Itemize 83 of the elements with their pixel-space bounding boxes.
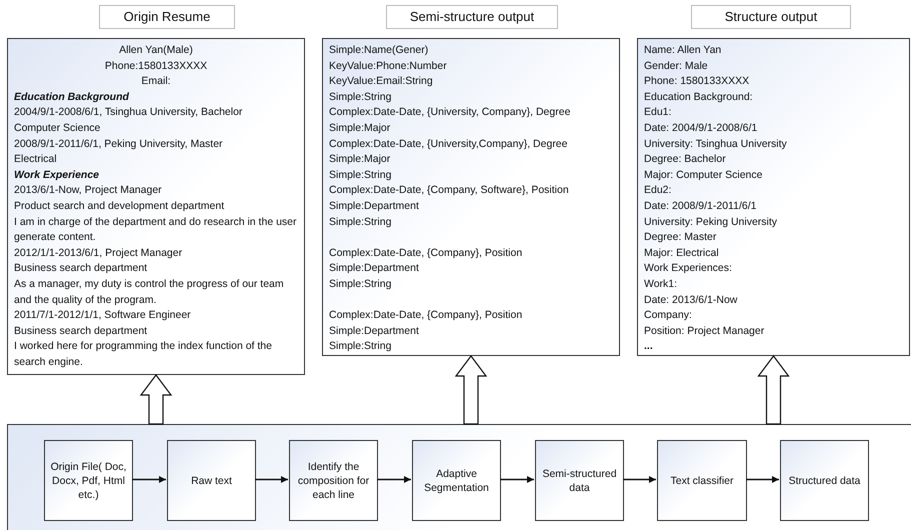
text-line: Degree: Master [644,230,718,246]
text-line: University: Tsinghua University [644,136,788,152]
block-arrow [757,355,790,425]
text-line: Position: Project Manager [644,324,766,339]
text-line: Education Background: [644,90,754,105]
text-line: Major: Computer Science [644,168,764,183]
text-line: Simple:String [329,168,392,183]
text-line: Simple:String [329,339,392,354]
arrow [623,476,656,483]
text-line: Business search department [14,261,148,276]
text-line: I worked here for programming the index function of the search engine. [14,339,273,370]
text-line: 2011/7/1-2012/1/1, Software Engineer [14,308,192,324]
text-line: Email: [140,74,172,90]
process-box [657,440,747,521]
process-box [167,440,256,521]
block-arrow [140,374,172,425]
arrow [132,476,166,483]
arrow [255,476,288,483]
text-line: Simple:Department [329,261,420,276]
text-line: As a manager, my duty is control the progress of our team and the quality of the program. [14,276,285,308]
text-line: Date: 2013/6/1-Now [644,292,738,308]
text-line: 2012/1/1-2013/6/1, Project Manager [14,246,184,261]
text-line: 2008/9/1-2011/6/1, Peking University, Master [14,136,224,152]
text-line: Business search department [14,324,148,339]
text-line: I am in charge of the department and do research in the user generate content. [14,214,298,246]
box-label: Identify the composition for each line [296,460,370,502]
box-label: Raw text [191,474,232,488]
text-line: Complex:Date-Date, {Company}, Position [329,308,524,324]
panel-heading: Origin Resume [99,5,235,29]
text-line: Work1: [644,276,678,292]
process-box [535,440,624,521]
text-line: Work Experience [14,168,100,183]
box-label: Text classifier [670,474,734,488]
text-line: ... [644,339,654,354]
text-line: KeyValue:Phone:Number [329,58,448,74]
panel-heading: Structure output [691,5,851,29]
process-box [44,440,133,521]
text-line: Complex:Date-Date, {Company, Software}, Position [329,183,570,198]
block-arrow [454,355,488,425]
text-line: Simple:Major [329,152,392,168]
panel-heading: Semi-structure output [386,5,558,29]
text-line: KeyValue:Email:String [329,74,434,90]
text-line: Major: Electrical [644,246,720,261]
text-line: Gender: Male [644,58,709,74]
text-line: Company: [644,308,693,324]
box-label: Semi-structured data [541,466,618,494]
process-box [412,440,501,521]
text-line: Complex:Date-Date, {Company}, Position [329,246,524,261]
arrow [500,476,534,483]
text-line: Name: Allen Yan [644,43,722,58]
text-line: Simple:Major [329,120,392,136]
pipeline-band [7,424,911,530]
process-box [780,440,869,521]
text-line: Date: 2004/9/1-2008/6/1 [644,120,758,136]
text-line: Date: 2008/9/1-2011/6/1 [644,198,758,214]
text-line: 2013/6/1-Now, Project Manager [14,183,163,198]
text-line: Work Experiences: [644,261,733,276]
box-label: Origin File( Doc, Docx, Pdf, Html etc.) [50,460,128,502]
text-line: 2004/9/1-2008/6/1, Tsinghua University, Bachelor [14,105,244,120]
text-line: Complex:Date-Date, {University,Company}, Degree [329,136,568,152]
text-line: Electrical [14,152,58,168]
text-line: Complex:Date-Date, {University, Company}, Degree [329,105,572,120]
text-line: Simple:Department [329,324,420,339]
text-line: Phone:1580133XXXX [104,58,208,74]
text-line: Edu1: [644,105,672,120]
process-box [289,440,378,521]
text-line: Degree: Bachelor [644,152,727,168]
text-line: Simple:Name(Gener) [329,43,430,58]
text-line: Education Background [14,90,130,105]
text-line: Simple:Department [329,198,420,214]
box-label: Structured data [788,474,860,488]
text-line: Product search and development department [14,198,226,214]
text-line: Simple:String [329,276,392,292]
text-line: University: Peking University [644,214,778,230]
text-line: Simple:String [329,90,392,105]
text-line: Simple:String [329,214,392,230]
box-label: Adaptive Segmentation [423,466,490,494]
arrow [377,476,411,483]
text-line: Computer Science [14,120,102,136]
text-line: Phone: 1580133XXXX [644,74,750,90]
text-line: Edu2: [644,183,672,198]
arrow [746,476,779,483]
text-line: Allen Yan(Male) [118,43,194,58]
